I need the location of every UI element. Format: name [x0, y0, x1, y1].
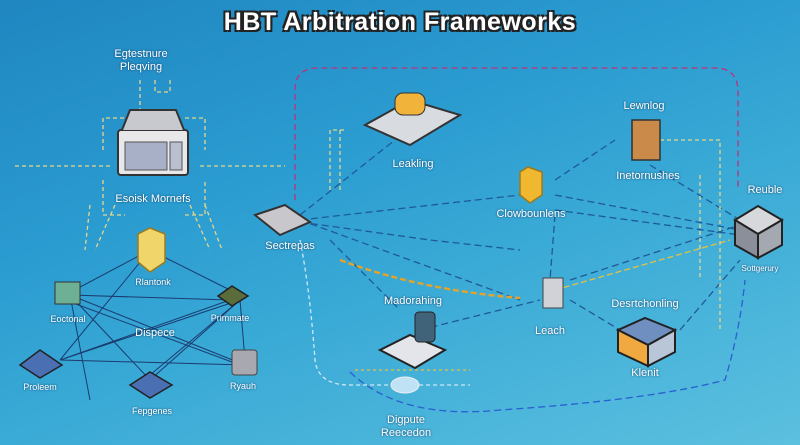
shield-icon: [519, 166, 543, 204]
shield-icon: [137, 227, 166, 273]
box-icon: [615, 316, 678, 368]
node-label-primmate: Primmate: [210, 313, 250, 323]
node-label-rlantonk: Rlantonk: [135, 277, 171, 287]
server-icon: [362, 92, 463, 147]
node-label-lewnlog: Lewnlog: [623, 100, 665, 112]
pillar-icon: [542, 277, 564, 309]
node-label-desrtchonling: Desrtchonling: [611, 298, 679, 310]
node-label-dispute-recedon: Digpute Reecedon: [380, 414, 432, 439]
node-label-top-left: Egtestnure Pleqving: [114, 48, 168, 73]
page-title: HBT Arbitration Frameworks: [223, 8, 577, 36]
laptop-icon: [117, 109, 189, 176]
node-label-eoctonal: Eoctonal: [50, 314, 86, 324]
cube-icon: [54, 281, 81, 305]
node-label-reuble: Reuble: [747, 184, 783, 196]
node-label-clowbounlens: Clowbounlens: [496, 208, 566, 220]
building-icon: [733, 204, 784, 260]
node-label-fepgenes: Fepgenes: [131, 406, 173, 416]
node-label-inetornushes: Inetornushes: [616, 170, 680, 182]
chip-icon: [18, 349, 64, 379]
node-label-proleem: Proleem: [23, 382, 57, 392]
node-label-klenit: Klenit: [631, 367, 659, 379]
node-label-sottgerury: Sottgerury: [741, 264, 779, 273]
ring-icon: [390, 376, 420, 394]
cube-icon: [231, 349, 258, 376]
node-label-sectrepas: Sectrepas: [265, 240, 315, 252]
chip-icon: [216, 285, 250, 307]
node-label-laptop: Esoisk Mornefs: [115, 193, 191, 205]
node-label-madorahing: Madorahing: [383, 295, 443, 307]
terminal-icon: [377, 311, 448, 370]
node-label-ryauh: Ryauh: [229, 381, 257, 391]
node-label-leach: Leach: [535, 325, 565, 337]
server-icon: [631, 119, 661, 161]
node-label-leakling: Leakling: [392, 158, 434, 170]
node-label-dispece: Dispece: [135, 327, 175, 339]
tablet-icon: [252, 203, 313, 237]
chip-icon: [128, 371, 174, 399]
